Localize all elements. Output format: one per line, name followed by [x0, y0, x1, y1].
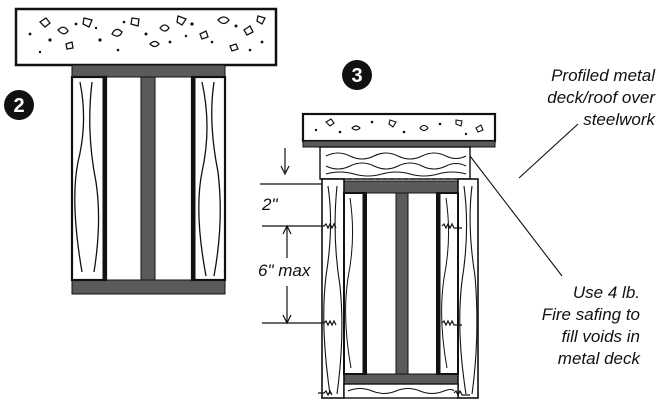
dimension-gap-label: 2"	[261, 195, 278, 214]
safing-annotation: Use 4 lb. Fire safing to fill voids in m…	[542, 283, 642, 368]
deck-label-line-1: Profiled metal	[551, 66, 656, 85]
detail-2-number: 2	[13, 95, 24, 117]
fire-board-right	[318, 178, 479, 399]
steel-i-beam-right	[343, 180, 459, 385]
detail-2: 2	[4, 7, 278, 295]
deck-label-line-2: deck/roof over	[547, 88, 656, 107]
steel-i-beam-left	[71, 64, 226, 295]
dimension-lines	[260, 148, 322, 325]
deck-annotation: Profiled metal deck/roof over steelwork	[547, 66, 656, 129]
fire-safing-deck-void	[319, 146, 471, 180]
dimension-spacing-label: 6" max	[258, 261, 311, 280]
safing-label-line-3: fill voids in	[562, 327, 640, 346]
detail-2-marker: 2	[4, 90, 34, 120]
concrete-slab-left	[14, 7, 278, 67]
detail-3-number: 3	[351, 65, 362, 87]
fire-board-left	[70, 75, 227, 282]
detail-3: 3	[258, 60, 656, 399]
detail-3-marker: 3	[342, 60, 372, 90]
safing-label-line-4: metal deck	[558, 349, 642, 368]
leader-lines	[469, 123, 579, 277]
safing-label-line-1: Use 4 lb.	[573, 283, 640, 302]
safing-label-line-2: Fire safing to	[542, 305, 640, 324]
concrete-slab-right	[301, 112, 497, 148]
deck-label-line-3: steelwork	[583, 110, 656, 129]
